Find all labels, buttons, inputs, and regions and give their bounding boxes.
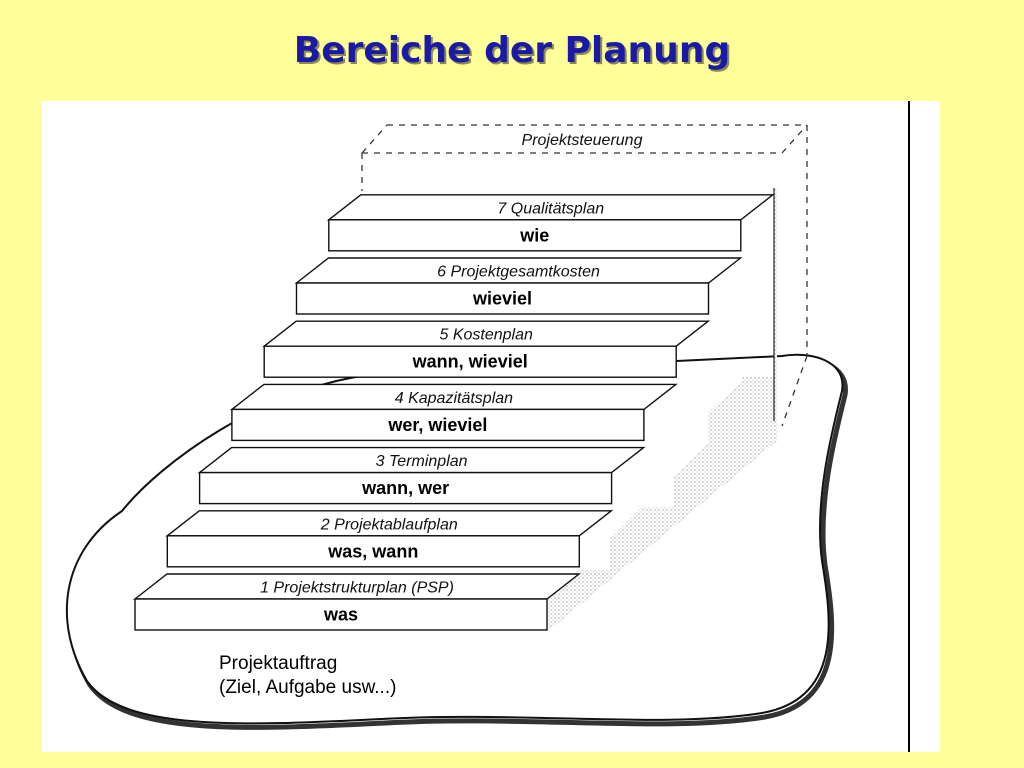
step-riser bbox=[263, 345, 677, 378]
step-question: wer, wieviel bbox=[387, 415, 487, 435]
step-5: 5 Kostenplan wann, wieviel bbox=[262, 320, 711, 378]
step-riser bbox=[166, 535, 581, 568]
step-label: 4 Kapazitätsplan bbox=[395, 390, 513, 407]
staircase-diagram: Projektsteuerung 1 Projektstrukturplan (… bbox=[42, 101, 940, 752]
step-question: was bbox=[323, 605, 358, 625]
step-question: was, wann bbox=[327, 541, 418, 561]
step-label: 6 Projektgesamtkosten bbox=[437, 264, 600, 281]
step-question: wann, wieviel bbox=[412, 352, 528, 372]
step-label: 3 Terminplan bbox=[376, 453, 468, 470]
projektsteuerung-label: Projektsteuerung bbox=[522, 132, 643, 149]
step-label: 7 Qualitätsplan bbox=[497, 200, 604, 217]
step-riser bbox=[328, 219, 742, 252]
staircase-side-face bbox=[547, 188, 777, 632]
step-3: 3 Terminplan wann, wer bbox=[197, 446, 646, 505]
step-question: wieviel bbox=[472, 289, 532, 309]
step-riser bbox=[134, 598, 548, 631]
projektsteuerung-box bbox=[361, 124, 808, 427]
step-riser bbox=[231, 408, 645, 442]
slide-title: Bereiche der Planung bbox=[293, 30, 731, 71]
step-riser bbox=[295, 282, 710, 315]
step-label: 2 Projektablaufplan bbox=[320, 516, 458, 533]
step-label: 5 Kostenplan bbox=[439, 327, 533, 344]
step-6: 6 Projektgesamtkosten wieviel bbox=[294, 257, 743, 315]
step-1: 1 Projektstrukturplan (PSP) was bbox=[132, 573, 582, 631]
base-text-line1: Projektauftrag bbox=[219, 653, 337, 674]
step-riser bbox=[198, 471, 613, 505]
step-label: 1 Projektstrukturplan (PSP) bbox=[260, 580, 454, 597]
base-text-line2: (Ziel, Aufgabe usw...) bbox=[219, 677, 396, 698]
step-2: 2 Projektablaufplan was, wann bbox=[165, 510, 614, 568]
step-7: 7 Qualitätsplan wie bbox=[326, 194, 775, 252]
step-question: wie bbox=[519, 225, 549, 245]
step-4: 4 Kapazitätsplan wer, wieviel bbox=[229, 383, 678, 442]
step-question: wann, wer bbox=[361, 478, 449, 498]
